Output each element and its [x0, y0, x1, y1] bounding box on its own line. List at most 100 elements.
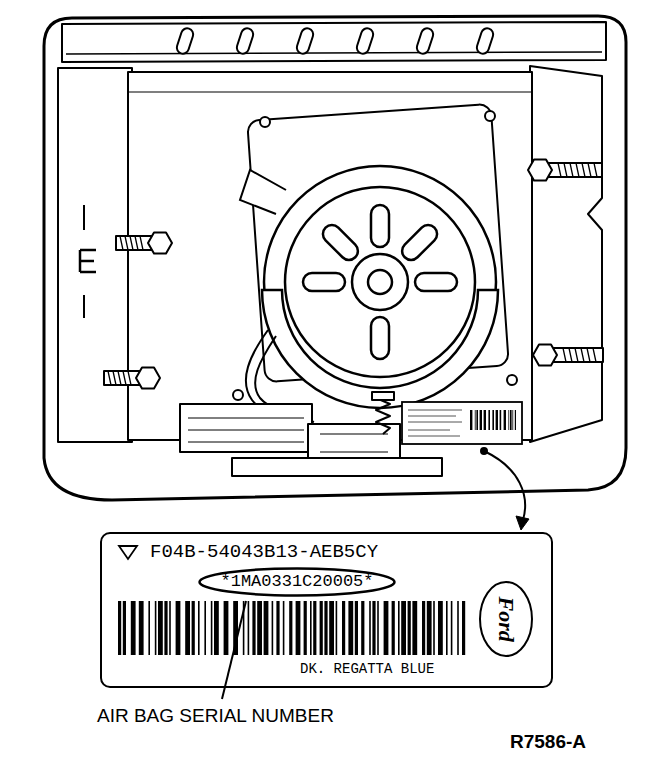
logo-text: Ford [494, 596, 518, 641]
barcode-bar [422, 601, 425, 655]
barcode-bar [515, 410, 516, 430]
clockspring-part [285, 187, 475, 377]
mounting-studs [104, 160, 603, 389]
back-plate-part [128, 72, 532, 440]
barcode-bar [361, 601, 364, 655]
barcode-bar [264, 601, 269, 655]
barcode-bar [248, 601, 250, 655]
module-id-label-part [408, 410, 462, 436]
top-slots-part [235, 27, 254, 55]
barcode-bar [470, 410, 472, 430]
top-slots [175, 27, 494, 55]
barcode-bar [392, 601, 395, 655]
module-id-label-part [402, 402, 522, 444]
barcode-bar [512, 410, 515, 430]
mounting-studs-part [558, 163, 597, 177]
top-slots-part [355, 27, 374, 55]
color-name: DK. REGATTA BLUE [300, 662, 434, 677]
back-plate-part [507, 375, 517, 385]
clockspring-part [240, 170, 286, 214]
mounting-studs-part [116, 236, 152, 250]
part-number: F04B-54043B13-AEB5CY [150, 542, 378, 563]
top-slots-part [295, 27, 314, 55]
side-brackets-part [83, 295, 85, 318]
barcode-bar [131, 601, 136, 655]
clockspring-part [371, 205, 389, 247]
wiring-and-connector-part [180, 404, 312, 452]
barcode-bar [427, 601, 432, 655]
barcode-bar [446, 601, 448, 655]
barcode-bar [329, 601, 334, 655]
barcode-bar [169, 601, 171, 655]
barcode-bar [283, 601, 285, 655]
barcode-bar [176, 601, 181, 655]
barcode-bar [310, 601, 312, 655]
barcode-bar [214, 601, 219, 655]
clockspring-part [415, 273, 457, 291]
barcode-bar [492, 410, 494, 430]
warning-triangle-part [119, 546, 137, 559]
barcode-bar [276, 601, 279, 655]
barcode-bar [304, 601, 307, 655]
barcode-bar [204, 601, 206, 655]
back-plate-part [485, 111, 495, 121]
top-slots-part [475, 27, 494, 55]
barcode-bar [412, 601, 417, 655]
leader-line-part [222, 601, 246, 699]
barcode-bar [488, 410, 490, 430]
module-housing-part [66, 52, 602, 54]
barcode-bar [480, 410, 482, 430]
ford-logo: Ford [478, 580, 534, 658]
barcode-bar [211, 601, 213, 655]
mounting-studs-part [563, 348, 596, 362]
barcode-bar [320, 601, 323, 655]
barcode-bar [296, 601, 301, 655]
mounting-studs-part [120, 236, 143, 250]
back-plate-part [260, 117, 270, 127]
barcode-bar [148, 601, 150, 655]
clockspring [240, 166, 498, 408]
barcode-bar [462, 601, 465, 655]
clockspring-part [368, 270, 392, 294]
barcode-bar [289, 601, 292, 655]
wiring-and-connector-part [376, 398, 390, 434]
barcode-bar [496, 410, 498, 430]
barcode-bar [342, 601, 345, 655]
side-brackets-part [80, 250, 96, 272]
barcode-bar [369, 601, 371, 655]
barcode-bar [398, 601, 400, 655]
mounting-studs-part [528, 160, 552, 181]
barcode-bar [355, 601, 358, 655]
oval-outline [480, 582, 532, 656]
barcode-bar [123, 601, 126, 655]
mounting-studs-part [548, 163, 602, 177]
warning-triangle [119, 546, 137, 559]
barcode-bar [224, 601, 229, 655]
barcode-bar [313, 601, 316, 655]
pointer-arrow-part [516, 516, 529, 530]
barcode-bar [500, 410, 502, 430]
wiring-and-connector-part [188, 418, 304, 442]
barcode-bar [457, 601, 459, 655]
back-plate-part [233, 390, 243, 400]
pointer-arrow-part [484, 451, 525, 520]
serial-oval: *1MA0331C20005* [197, 566, 397, 598]
label-card: F04B-54043B13-AEB5CY DK. REGATTA BLUE *1MA… [100, 532, 553, 688]
barcode-bar [324, 601, 327, 655]
back-plate-part [128, 91, 532, 92]
barcode-bar [139, 601, 144, 655]
barcode-bar [476, 410, 478, 430]
figure-id: R7586-A [510, 731, 586, 753]
serial-number: *1MA0331C20005* [220, 573, 373, 592]
barcode-bar [433, 601, 435, 655]
clockspring-part [398, 221, 440, 263]
barcode-bar [451, 601, 453, 655]
barcode-bar [118, 601, 121, 655]
barcode-bar [336, 601, 338, 655]
barcode-bar [155, 601, 157, 655]
barcode-bar [158, 601, 163, 655]
barcode-bar [192, 601, 195, 655]
barcode-bar [474, 410, 477, 430]
barcode-bar [198, 601, 200, 655]
